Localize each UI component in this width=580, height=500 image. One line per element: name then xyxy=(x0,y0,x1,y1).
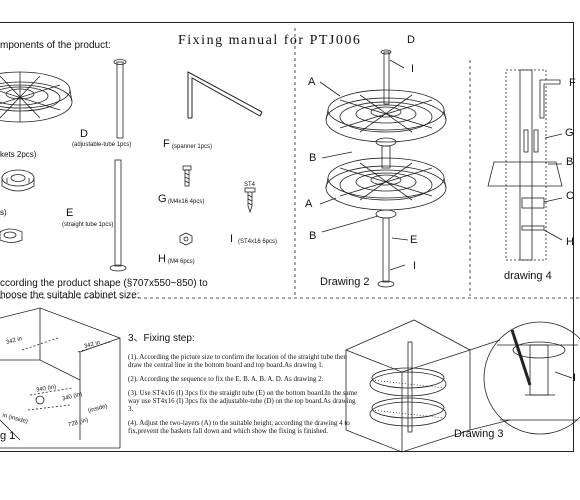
fixing-step-1: (1). According the picture size to confi… xyxy=(128,353,347,369)
part-h-desc: (M4 6pcs) xyxy=(168,259,195,265)
nut-illustration xyxy=(179,232,193,246)
shape-note-line1: ccording the product shape (§707x550~850… xyxy=(0,278,208,289)
drawing-4-detail xyxy=(487,69,563,261)
fixing-step-3: (3). Use ST4x16 (I) 3pcs fix the straigh… xyxy=(128,389,358,413)
screw-m4x16-illustration xyxy=(182,165,192,187)
part-i-desc: (ST4x16 6pcs) xyxy=(238,239,278,245)
baskets-qty-label: kets 2pcs) xyxy=(0,150,37,159)
part-f-letter: F xyxy=(163,138,170,150)
screw-st4x16-illustration xyxy=(244,187,256,214)
part-h-letter: H xyxy=(158,253,166,265)
fixing-steps-heading: 3、Fixing step: xyxy=(128,333,195,344)
part-f-desc: (spanner 1pcs) xyxy=(172,144,213,150)
d4-label-g: G xyxy=(565,127,574,139)
drawing-4-caption: drawing 4 xyxy=(504,270,552,282)
basket-part-illustration xyxy=(0,71,73,123)
d4-label-f: F xyxy=(569,77,576,89)
d2-label-i-top: I xyxy=(411,63,415,75)
fixing-step-2: (2). According the sequence to fix the E… xyxy=(128,375,324,383)
part-i-head-mark: ST4 xyxy=(244,182,256,188)
drawing-3-caption: Drawing 3 xyxy=(454,428,504,440)
spanner-illustration xyxy=(187,71,263,119)
d4-label-c: C xyxy=(566,190,574,202)
drawing-2-caption: Drawing 2 xyxy=(320,276,370,288)
drawing-3-cabinet-assembly xyxy=(345,319,471,453)
page-title: Fixing manual for PTJ006 xyxy=(178,33,362,48)
part-i-letter: I xyxy=(230,233,234,245)
drawing-1-cabinet xyxy=(0,307,121,449)
d3-label-i: I xyxy=(573,372,577,384)
drawing-1-caption: g 1 xyxy=(0,430,16,442)
part-g-letter: G xyxy=(158,193,167,205)
part-d-desc: (adjustable-tube 1pcs) xyxy=(72,142,132,148)
fixing-step-4: (4). Adjust the two-layers (A) to the su… xyxy=(128,419,350,435)
d2-label-a-top: A xyxy=(308,76,316,88)
drawing-3-zoom-detail xyxy=(469,321,580,435)
part-d-letter: D xyxy=(80,128,88,140)
drawing-2-assembly xyxy=(319,49,447,288)
d2-label-a-bottom: A xyxy=(305,198,313,210)
fixing-steps: 3、Fixing step: (1). According the pictur… xyxy=(128,333,358,441)
part-e-desc: (straight tube 1pcs) xyxy=(62,222,114,228)
d2-label-b-bottom: B xyxy=(309,230,317,242)
d4-label-h: H xyxy=(566,236,574,248)
adjustable-tube-illustration xyxy=(113,59,127,139)
straight-tube-illustration xyxy=(109,159,127,272)
bearing-qty-label: s) xyxy=(0,208,7,217)
part-e-letter: E xyxy=(66,207,74,219)
d2-label-i-bottom: I xyxy=(413,260,417,272)
clamp-part-illustration xyxy=(0,228,23,243)
bearing-part-illustration xyxy=(1,169,35,192)
shape-note-line2: hoose the suitable cabinet size: xyxy=(0,290,140,301)
d2-label-e: E xyxy=(410,234,418,246)
page-frame xyxy=(0,22,574,452)
d2-label-b-top: B xyxy=(309,152,317,164)
d4-label-b: B xyxy=(566,156,574,168)
d2-label-d: D xyxy=(407,34,415,46)
components-heading: mponents of the product: xyxy=(0,40,111,51)
part-g-desc: (M4x16 4pcs) xyxy=(168,199,205,205)
